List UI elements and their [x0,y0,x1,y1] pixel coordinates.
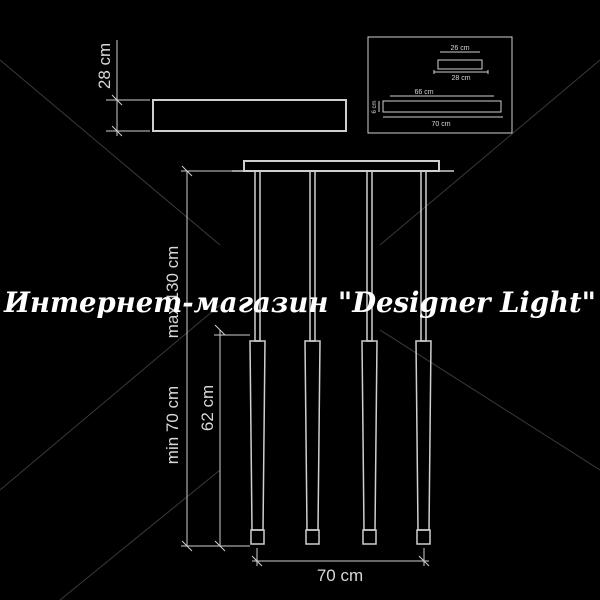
pendant-2 [304,170,321,545]
inset-top-width-label: 26 cm [450,45,469,52]
pendant-3 [361,170,378,545]
watermark-diagonals [0,59,600,600]
min-height-label: min 70 cm [163,386,182,464]
top-height-label: 28 cm [95,43,114,89]
inset-side-height-label: 6 cm [372,100,378,113]
inset-base-width-label: 70 cm [431,121,450,128]
height-dimensions [181,165,250,552]
inset-top-lower-label: 28 cm [451,75,470,82]
pendant-lamps [249,170,432,545]
width-dimension [251,548,430,567]
pendant-1 [249,170,266,545]
bottom-width-label: 70 cm [317,566,363,585]
pendant-length-label: 62 cm [198,385,217,431]
watermark-text: Интернет-магазин "Designer Light" [3,286,596,319]
inset-detail [367,36,513,134]
main-canopy [232,160,454,172]
inset-mid-width-label: 66 cm [414,89,433,96]
pendant-4 [415,170,432,545]
max-height-label: max 130 cm [163,246,182,339]
canopy-side-view [106,40,347,137]
